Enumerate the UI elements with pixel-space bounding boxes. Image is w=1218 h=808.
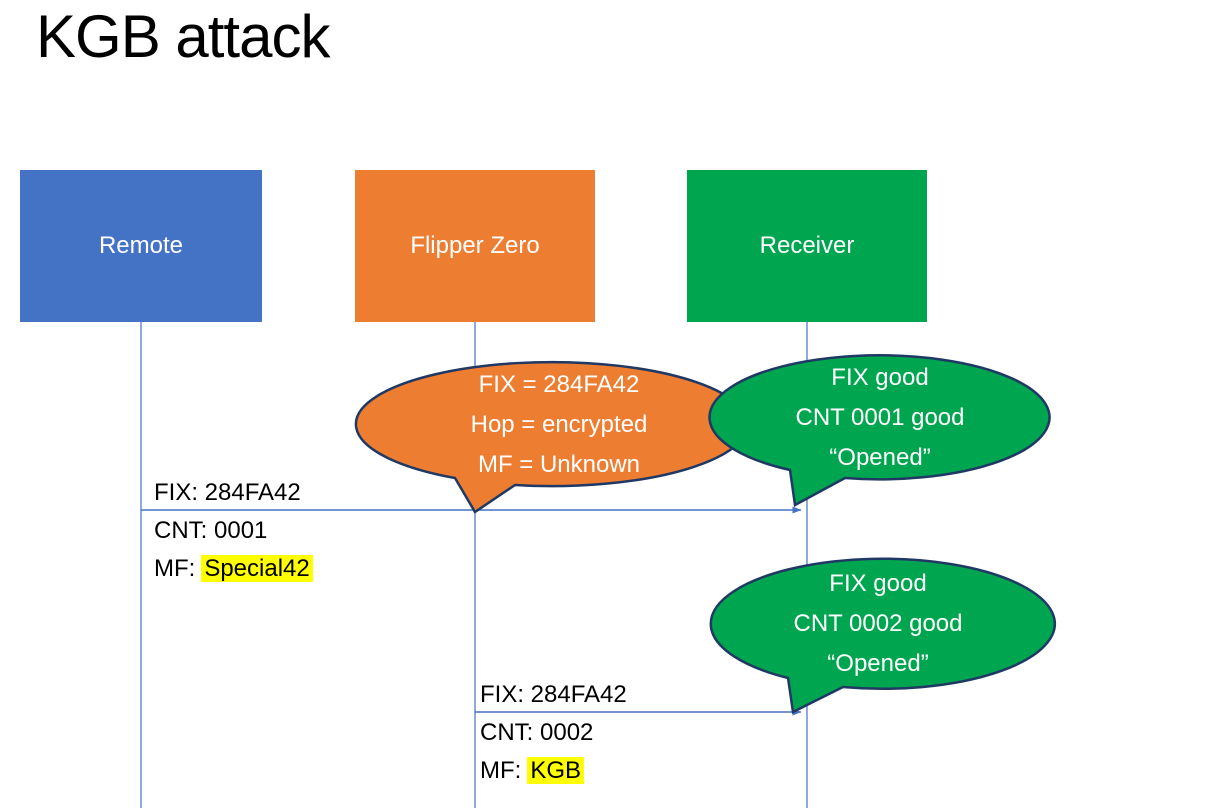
callout-flipper-analysis-text: FIX = 284FA42 Hop = encrypted MF = Unkno… (364, 365, 754, 485)
mf-highlight: KGB (527, 757, 585, 784)
message-label-fix: FIX: 284FA42 (480, 681, 627, 708)
mf-label: MF: (154, 555, 196, 582)
actor-label-receiver: Receiver (759, 232, 855, 259)
actor-label-remote: Remote (98, 232, 184, 259)
actor-box-receiver (687, 170, 927, 322)
message-label-mf: MF:Special42 (154, 554, 313, 584)
actor-box-remote (20, 170, 262, 322)
message-label-mf: MF:KGB (480, 756, 585, 786)
callout-line: FIX good (829, 570, 927, 597)
callout-line: FIX = 284FA42 (478, 371, 640, 398)
callout-receiver-response-2 (709, 557, 1056, 714)
callout-receiver-response-1-text: FIX good CNT 0001 good “Opened” (712, 358, 1048, 478)
callout-receiver-response-2-text: FIX good CNT 0002 good “Opened” (710, 564, 1046, 684)
callout-line: CNT 0002 good (793, 610, 963, 637)
message-label-cnt: CNT: 0001 (154, 517, 268, 544)
callout-line: FIX good (831, 364, 929, 391)
callout-flipper-analysis (354, 360, 750, 514)
mf-label: MF: (480, 757, 522, 784)
message-label-fix: FIX: 284FA42 (154, 479, 301, 506)
page-title: KGB attack (36, 3, 330, 70)
callout-line: MF = Unknown (477, 451, 641, 478)
callout-receiver-response-1 (708, 354, 1051, 507)
callout-line: CNT 0001 good (795, 404, 965, 431)
callout-line: “Opened” (827, 650, 929, 677)
callout-line: Hop = encrypted (470, 411, 648, 438)
actor-label-flipper-zero: Flipper Zero (410, 232, 540, 259)
mf-highlight: Special42 (201, 555, 313, 582)
actor-box-flipper-zero (355, 170, 595, 322)
message-label-cnt: CNT: 0002 (480, 719, 594, 746)
callout-line: “Opened” (829, 444, 931, 471)
